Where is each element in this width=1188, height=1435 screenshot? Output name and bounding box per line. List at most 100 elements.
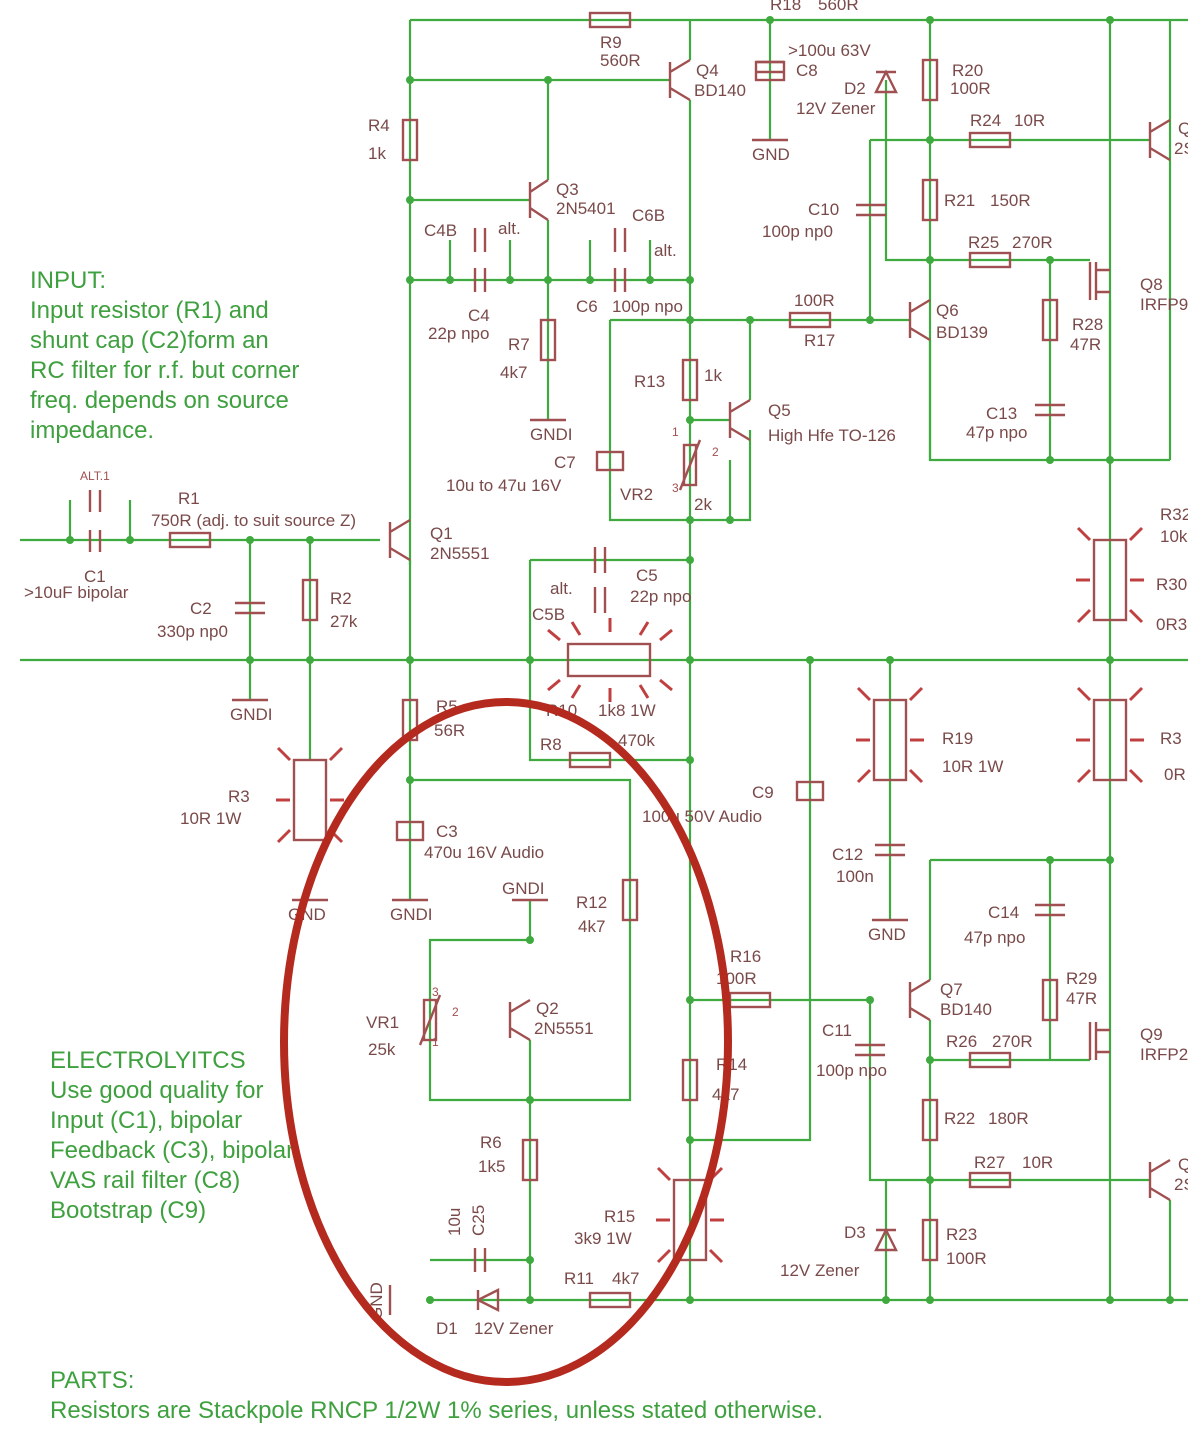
resistor-r17 xyxy=(788,311,832,329)
label-vr2: VR2 xyxy=(620,485,653,504)
label-c11: C11 xyxy=(822,1021,852,1040)
value-c5: 22p npo xyxy=(630,587,691,606)
value-q5: High Hfe TO-126 xyxy=(768,426,896,445)
capacitor-c1 xyxy=(88,530,102,552)
value-q7: BD140 xyxy=(940,1000,992,1019)
pin-2-vr2: 2 xyxy=(712,445,719,459)
label-r19: R19 xyxy=(942,729,973,748)
value-q3: 2N5401 xyxy=(556,199,616,218)
resistor-r20 xyxy=(921,58,939,102)
label-q7: Q7 xyxy=(940,980,963,999)
label-r26: R26 xyxy=(946,1032,977,1051)
resistor-r25 xyxy=(968,251,1012,269)
value-c9: 100u 50V Audio xyxy=(642,807,762,826)
label-r21: R21 xyxy=(944,191,975,210)
value-r19: 10R 1W xyxy=(942,757,1003,776)
power-resistor-r15 xyxy=(672,1178,708,1262)
value-r31: 0R xyxy=(1164,765,1186,784)
transistor-q11 xyxy=(1148,1158,1171,1202)
value-r18: 560R xyxy=(818,0,859,14)
value-r15: 3k9 1W xyxy=(574,1229,632,1248)
components xyxy=(88,11,1171,1315)
label-r2: R2 xyxy=(330,589,352,608)
capacitor-c13 xyxy=(1035,403,1065,417)
label-r7: R7 xyxy=(508,335,530,354)
resistor-r24 xyxy=(968,131,1012,149)
label-alt-c5: alt. xyxy=(550,579,573,598)
label-d2: D2 xyxy=(844,79,866,98)
capacitor-c9 xyxy=(795,780,825,802)
label-r32: R32 xyxy=(1160,505,1188,524)
value-q2: 2N5551 xyxy=(534,1019,594,1038)
capacitor-c6 xyxy=(613,268,627,292)
value-r32: 10k xyxy=(1160,527,1188,546)
input-note-line: shunt cap (C2)form an xyxy=(30,327,269,354)
label-c8: C8 xyxy=(796,61,818,80)
label-r9: R9 xyxy=(600,33,622,52)
label-c9: C9 xyxy=(752,783,774,802)
value-r28: 47R xyxy=(1070,335,1101,354)
value-c1: >10uF bipolar xyxy=(24,583,129,602)
label-r17: R17 xyxy=(804,331,835,350)
capacitor-c7 xyxy=(595,450,625,472)
value-d1: 12V Zener xyxy=(474,1319,554,1338)
value-r11: 4k7 xyxy=(612,1269,639,1288)
label-c2: C2 xyxy=(190,599,212,618)
label-c14: C14 xyxy=(988,903,1019,922)
trimmer-vr1 xyxy=(418,994,442,1046)
label-r11: R11 xyxy=(564,1269,594,1288)
label-c7: C7 xyxy=(554,453,576,472)
value-r29: 47R xyxy=(1066,989,1097,1008)
capacitor-c8 xyxy=(754,60,786,82)
resistor-r12 xyxy=(621,878,639,922)
resistor-r6 xyxy=(521,1138,539,1182)
label-r30: R30 xyxy=(1156,575,1187,594)
input-note-line: RC filter for r.f. but corner xyxy=(30,357,299,384)
value-c12: 100n xyxy=(836,867,874,886)
value-r12: 4k7 xyxy=(578,917,605,936)
heat-rays xyxy=(276,526,1144,1264)
value-r25: 270R xyxy=(1012,233,1053,252)
value-r1: 750R (adj. to suit source Z) xyxy=(151,511,356,530)
label-r18: R18 xyxy=(770,0,801,14)
label-q5: Q5 xyxy=(768,401,791,420)
label-d3: D3 xyxy=(844,1223,866,1242)
input-note-line: INPUT: xyxy=(30,267,106,294)
mosfet-q8 xyxy=(1088,262,1110,300)
parts-note-line: PARTS: xyxy=(50,1367,134,1394)
gnd-label-r3: GND xyxy=(288,905,326,924)
capacitor-c6b xyxy=(613,228,627,252)
pin-1-vr2: 1 xyxy=(672,425,679,439)
electrolytics-note: ELECTROLYITCS Use good quality for Input… xyxy=(50,1047,294,1224)
value-q10: 2S xyxy=(1174,139,1188,158)
value-d2: 12V Zener xyxy=(796,99,876,118)
label-r28: R28 xyxy=(1072,315,1103,334)
label-r16: R16 xyxy=(730,947,761,966)
value-r24: 10R xyxy=(1014,111,1045,130)
label-q9: Q9 xyxy=(1140,1025,1163,1044)
value-vr1: 25k xyxy=(368,1040,396,1059)
resistor-r29 xyxy=(1041,978,1059,1022)
resistor-r22 xyxy=(921,1098,939,1142)
resistor-r9 xyxy=(588,11,632,29)
label-c5b: C5B xyxy=(532,605,565,624)
resistor-r7 xyxy=(539,318,557,362)
label-c5: C5 xyxy=(636,566,658,585)
label-alt-c4b: alt. xyxy=(498,219,521,238)
value-r8: 470k xyxy=(618,731,655,750)
label-c12: C12 xyxy=(832,845,863,864)
label-r25: R25 xyxy=(968,233,999,252)
label-c1: C1 xyxy=(84,567,106,586)
value-q6: BD139 xyxy=(936,323,988,342)
capacitor-c4 xyxy=(473,268,487,292)
zener-diode-d2 xyxy=(874,69,898,94)
power-resistor-r30 xyxy=(1092,538,1128,622)
value-r7: 4k7 xyxy=(500,363,527,382)
power-resistor-r31 xyxy=(1092,698,1128,782)
trimmer-vr2 xyxy=(678,439,702,491)
capacitor-c1-alt xyxy=(88,490,102,512)
transistor-q2 xyxy=(508,998,531,1042)
value-r3: 10R 1W xyxy=(180,809,241,828)
value-c7: 10u to 47u 16V xyxy=(446,476,562,495)
